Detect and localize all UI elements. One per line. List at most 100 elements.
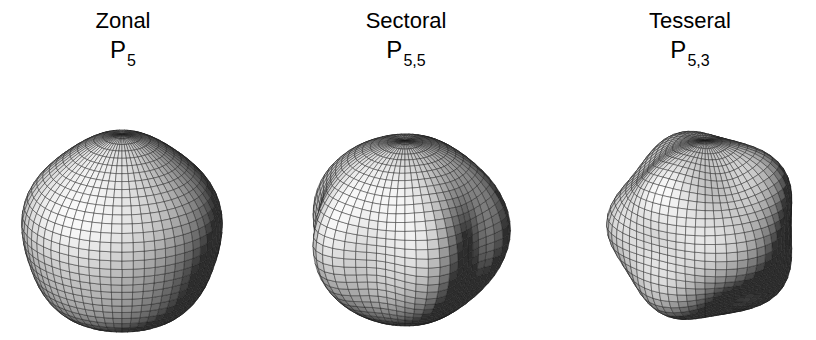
mesh-facet [413, 314, 423, 318]
mesh-facet [699, 141, 705, 144]
mesh-facet [405, 141, 406, 145]
mesh-facet [405, 141, 407, 145]
mesh-facet [398, 141, 405, 144]
mesh-facet [405, 325, 410, 326]
mesh-facet [405, 149, 408, 154]
mesh-facet [122, 328, 130, 331]
mesh-facet [114, 328, 122, 331]
mesh-facet [360, 296, 371, 302]
mesh-facet [405, 140, 413, 141]
mesh-facet [405, 141, 411, 144]
mesh-facet [705, 149, 708, 154]
mesh-facet [705, 141, 708, 145]
mesh-facet [702, 148, 705, 153]
mesh-facet [707, 144, 711, 148]
mesh-facet [348, 289, 360, 296]
mesh-facet [705, 141, 710, 144]
mesh-facet [412, 317, 421, 320]
mesh-facet [413, 140, 422, 142]
mesh-facet [122, 133, 131, 134]
mesh-facet [705, 141, 709, 144]
mesh-facet [119, 135, 122, 139]
mesh-facet [122, 331, 128, 332]
mesh-facet [405, 141, 412, 144]
mesh-facet [122, 312, 132, 318]
mesh-facet [400, 325, 405, 327]
mesh-facet [122, 135, 128, 139]
mesh-facet [705, 141, 712, 144]
mesh-facet [113, 312, 123, 318]
mesh-facet [113, 318, 122, 323]
mesh-facet [712, 138, 720, 139]
mesh-facet [120, 139, 122, 145]
mesh-facet [705, 139, 713, 140]
mesh-facet [120, 135, 122, 139]
mesh-facet [678, 301, 688, 307]
mesh-facet [701, 141, 706, 144]
mesh-facet [118, 135, 122, 139]
mesh-facet [705, 144, 707, 148]
mesh-facet [402, 149, 405, 154]
mesh-facet [404, 141, 405, 145]
mesh-facet [400, 141, 406, 144]
mesh-facet [359, 289, 370, 296]
mesh-facet [705, 140, 713, 141]
mesh-facet [706, 144, 709, 148]
mesh-facet [414, 309, 424, 314]
mesh-facet [705, 141, 710, 144]
mesh-facet [104, 318, 114, 324]
mesh-facet [122, 135, 125, 139]
mesh-facet [122, 135, 127, 139]
mesh-facet [397, 140, 405, 141]
mesh-facet [122, 135, 129, 139]
mesh-facet [122, 135, 126, 139]
mesh-facet [399, 141, 405, 144]
mesh-facet [708, 134, 713, 136]
mesh-facet [406, 145, 409, 150]
mesh-facet [402, 141, 405, 145]
mesh-facet [705, 141, 706, 145]
mesh-facet [116, 331, 122, 332]
mesh-facet [405, 141, 409, 145]
mesh-facet [117, 135, 122, 139]
mesh-facet [669, 301, 679, 307]
mesh-facet [369, 296, 379, 303]
mesh-facet [405, 140, 413, 141]
mesh-facet [691, 138, 699, 139]
mesh-facet [371, 302, 381, 308]
mesh-facet [699, 144, 703, 148]
mesh-facet [122, 135, 123, 139]
mesh-facet [122, 139, 124, 145]
mesh-facet [113, 133, 122, 134]
mesh-facet [701, 141, 705, 144]
mesh-facet [124, 139, 128, 145]
mesh-facet [704, 141, 705, 145]
mesh-facet [122, 135, 130, 138]
mesh-facet [130, 323, 139, 328]
mesh-facet [122, 318, 131, 323]
mesh-facet [401, 145, 404, 150]
mesh-facet [697, 139, 705, 140]
mesh-facet [390, 138, 398, 139]
mesh-facet [403, 145, 405, 149]
mesh-facet [114, 135, 122, 138]
mesh-facet [400, 141, 405, 144]
mesh-facet [713, 139, 721, 141]
mesh-facet [703, 141, 705, 145]
mesh-facet [122, 323, 130, 327]
mesh-facet [405, 141, 408, 145]
mesh-facet [397, 140, 405, 141]
mesh-facet [103, 312, 113, 319]
mesh-facet [701, 144, 704, 148]
mesh-facet [116, 139, 120, 145]
mesh-facet [115, 135, 122, 139]
mesh-facet [697, 140, 705, 141]
mesh-facet [388, 140, 397, 142]
mesh-facet [401, 141, 405, 145]
mesh-facet [403, 141, 405, 145]
mesh-facet [405, 141, 410, 144]
mesh-facet [405, 145, 407, 149]
mesh-facet [705, 141, 707, 145]
mesh-facet [130, 318, 140, 324]
mesh-facet [412, 321, 420, 324]
